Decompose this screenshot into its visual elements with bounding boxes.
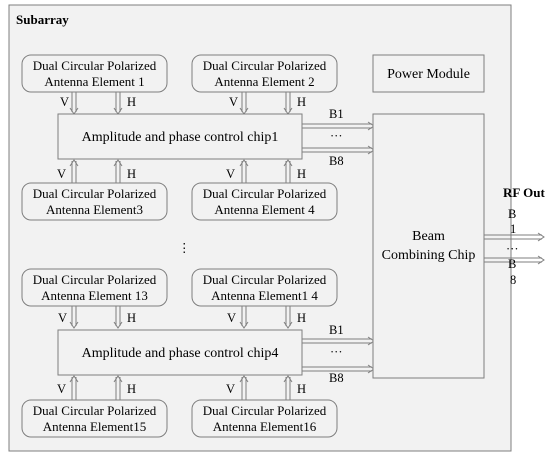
svg-text:Dual Circular Polarized: Dual Circular Polarized: [203, 58, 327, 73]
svg-text:Dual Circular Polarized: Dual Circular Polarized: [203, 272, 327, 287]
svg-text:B8: B8: [329, 154, 344, 168]
svg-text:Antenna Element 4: Antenna Element 4: [214, 202, 315, 217]
svg-text:H: H: [297, 311, 306, 325]
svg-text:B1: B1: [329, 323, 344, 337]
svg-text:H: H: [297, 167, 306, 181]
svg-text:Antenna Element 2: Antenna Element 2: [214, 74, 314, 89]
svg-text:Amplitude and phase control ch: Amplitude and phase control chip4: [82, 346, 279, 361]
vh-links-bottom-1: V H V H: [58, 306, 306, 329]
svg-text:H: H: [127, 95, 136, 109]
antenna-element-16: Dual Circular Polarized Antenna Element1…: [191, 399, 338, 438]
subarray-title: Subarray: [16, 12, 69, 27]
antenna-element-2: Dual Circular Polarized Antenna Element …: [191, 54, 338, 93]
svg-text:V: V: [227, 311, 236, 325]
svg-text:RF Out: RF Out: [503, 185, 545, 200]
vertical-ellipsis: ⋮: [178, 241, 191, 255]
svg-text:Combining Chip: Combining Chip: [382, 248, 476, 263]
svg-text:Antenna Element15: Antenna Element15: [43, 419, 147, 434]
svg-text:8: 8: [510, 273, 516, 287]
svg-text:V: V: [57, 167, 66, 181]
vh-links-top-2: V H V H: [57, 159, 306, 183]
svg-text:Dual Circular Polarized: Dual Circular Polarized: [33, 58, 157, 73]
rf-out: RF Out B 1 ··· B 8: [484, 185, 545, 287]
svg-text:B1: B1: [329, 107, 344, 121]
svg-text:V: V: [229, 95, 238, 109]
svg-text:H: H: [297, 95, 306, 109]
svg-text:Antenna Element16: Antenna Element16: [213, 419, 317, 434]
antenna-element-14: Dual Circular Polarized Antenna Element1…: [191, 268, 338, 307]
amplitude-phase-chip-1: Amplitude and phase control chip1: [57, 113, 303, 160]
svg-text:V: V: [60, 95, 69, 109]
svg-text:H: H: [127, 311, 136, 325]
svg-text:V: V: [57, 382, 66, 396]
svg-text:Antenna Element3: Antenna Element3: [46, 202, 143, 217]
chip1-outputs: B1 ··· B8: [302, 107, 375, 168]
svg-text:···: ···: [506, 242, 519, 256]
chip4-outputs: B1 ··· B8: [302, 323, 375, 385]
svg-text:Antenna Element1 4: Antenna Element1 4: [211, 288, 318, 303]
svg-text:···: ···: [330, 129, 343, 143]
antenna-element-13: Dual Circular Polarized Antenna Element …: [21, 268, 168, 307]
antenna-element-4: Dual Circular Polarized Antenna Element …: [191, 182, 338, 221]
svg-text:H: H: [297, 382, 306, 396]
svg-text:V: V: [226, 382, 235, 396]
antenna-element-15: Dual Circular Polarized Antenna Element1…: [21, 399, 168, 438]
svg-text:B8: B8: [329, 371, 344, 385]
svg-text:B: B: [508, 207, 516, 221]
svg-text:Beam: Beam: [412, 229, 445, 244]
svg-text:V: V: [58, 311, 67, 325]
beam-combining-chip: Beam Combining Chip: [372, 113, 485, 379]
svg-text:Dual Circular Polarized: Dual Circular Polarized: [203, 403, 327, 418]
svg-text:Dual Circular Polarized: Dual Circular Polarized: [33, 186, 157, 201]
svg-text:Dual Circular Polarized: Dual Circular Polarized: [33, 272, 157, 287]
svg-text:1: 1: [510, 222, 516, 236]
svg-text:Dual Circular Polarized: Dual Circular Polarized: [33, 403, 157, 418]
amplitude-phase-chip-4: Amplitude and phase control chip4: [57, 329, 303, 376]
svg-text:Antenna Element 1: Antenna Element 1: [44, 74, 144, 89]
svg-text:Power Module: Power Module: [387, 67, 470, 82]
antenna-element-1: Dual Circular Polarized Antenna Element …: [21, 54, 168, 93]
svg-text:H: H: [127, 167, 136, 181]
power-module: Power Module: [372, 54, 485, 93]
vh-links-bottom-2: V H V H: [57, 375, 306, 400]
svg-text:H: H: [127, 382, 136, 396]
svg-text:B: B: [508, 257, 516, 271]
svg-text:Dual Circular Polarized: Dual Circular Polarized: [203, 186, 327, 201]
svg-text:V: V: [226, 167, 235, 181]
svg-text:···: ···: [330, 345, 343, 359]
antenna-element-3: Dual Circular Polarized Antenna Element3: [21, 182, 168, 221]
svg-text:Amplitude and phase control ch: Amplitude and phase control chip1: [82, 130, 279, 145]
svg-text:Antenna Element 13: Antenna Element 13: [41, 288, 148, 303]
